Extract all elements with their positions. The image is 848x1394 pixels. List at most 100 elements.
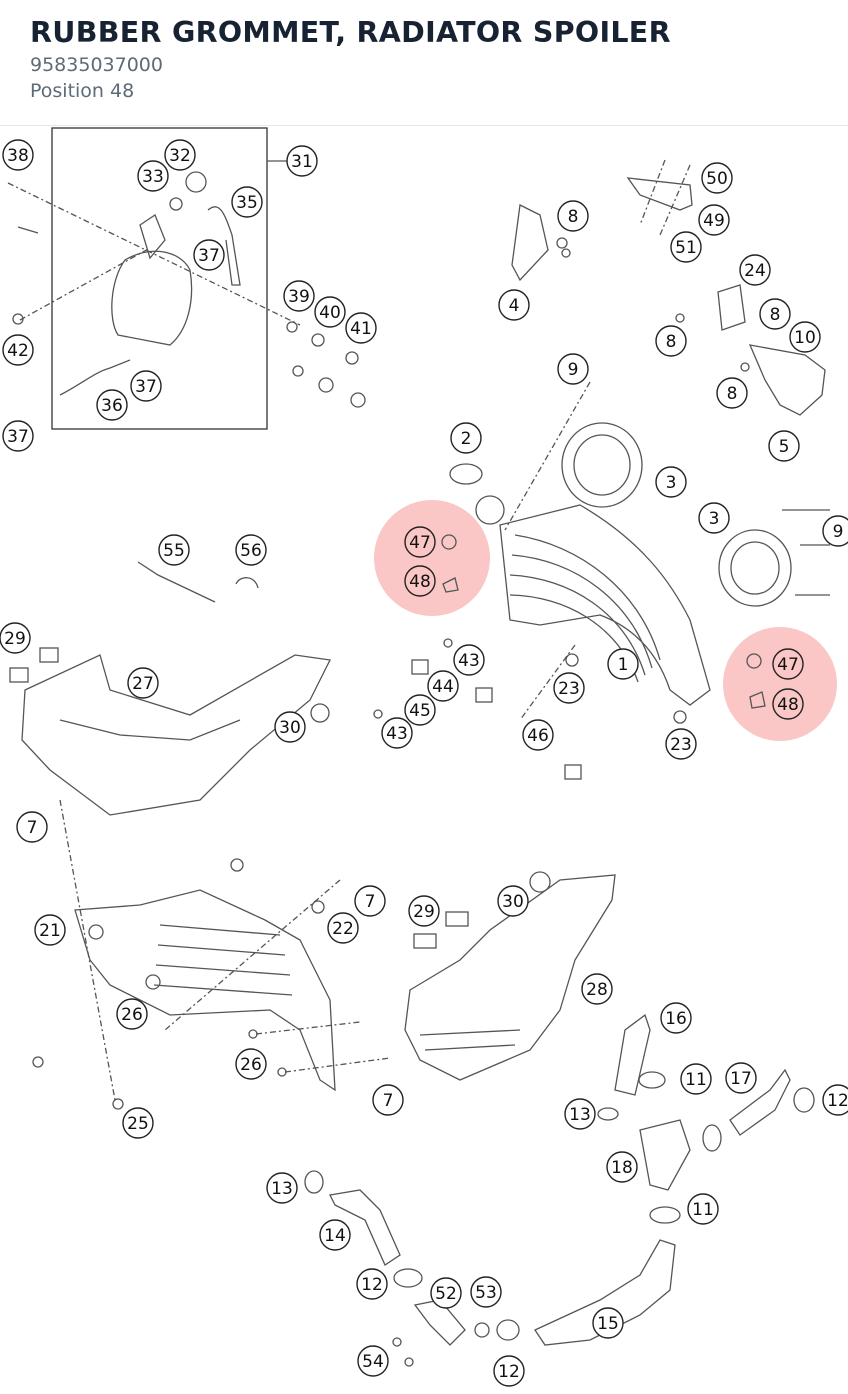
callout-25[interactable]: 25: [122, 1107, 154, 1139]
callout-label: 29: [413, 902, 435, 922]
callout-47[interactable]: 47: [404, 526, 436, 558]
callout-2[interactable]: 2: [450, 422, 482, 454]
callout-5[interactable]: 5: [768, 430, 800, 462]
callout-11[interactable]: 11: [680, 1063, 712, 1095]
callout-23[interactable]: 23: [665, 728, 697, 760]
callout-label: 46: [527, 726, 549, 746]
callout-28[interactable]: 28: [581, 973, 613, 1005]
callout-circle: [660, 1002, 692, 1034]
callout-label: 26: [121, 1005, 143, 1025]
callout-label: 28: [586, 980, 608, 1000]
callout-22[interactable]: 22: [327, 912, 359, 944]
callout-18[interactable]: 18: [606, 1151, 638, 1183]
callout-30[interactable]: 30: [497, 885, 529, 917]
callout-26[interactable]: 26: [116, 998, 148, 1030]
callout-39[interactable]: 39: [283, 280, 315, 312]
callout-21[interactable]: 21: [34, 914, 66, 946]
callout-40[interactable]: 40: [314, 296, 346, 328]
callout-26[interactable]: 26: [235, 1048, 267, 1080]
nut-43b: [373, 709, 383, 719]
callout-37[interactable]: 37: [2, 420, 34, 452]
callout-circle: [822, 1084, 848, 1116]
callout-50[interactable]: 50: [701, 162, 733, 194]
callout-4[interactable]: 4: [498, 289, 530, 321]
callout-7[interactable]: 7: [354, 885, 386, 917]
callout-44[interactable]: 44: [427, 670, 459, 702]
washer-39: [286, 321, 298, 333]
callout-46[interactable]: 46: [522, 719, 554, 751]
callout-8[interactable]: 8: [759, 298, 791, 330]
callout-16[interactable]: 16: [660, 1002, 692, 1034]
callout-27[interactable]: 27: [127, 667, 159, 699]
callout-48[interactable]: 48: [404, 565, 436, 597]
callout-label: 22: [332, 919, 354, 939]
callout-label: 7: [383, 1091, 394, 1111]
callout-38[interactable]: 38: [2, 139, 34, 171]
callout-7[interactable]: 7: [372, 1084, 404, 1116]
callout-36[interactable]: 36: [96, 389, 128, 421]
callout-label: 52: [435, 1284, 457, 1304]
callout-13[interactable]: 13: [266, 1172, 298, 1204]
nut-8b: [561, 248, 571, 258]
callout-48[interactable]: 48: [772, 688, 804, 720]
grommet-40b: [318, 377, 334, 393]
bush-41b: [350, 392, 366, 408]
shroud-28: [404, 874, 616, 1081]
callout-37[interactable]: 37: [130, 370, 162, 402]
callout-23[interactable]: 23: [553, 672, 585, 704]
callout-54[interactable]: 54: [357, 1345, 389, 1377]
callout-17[interactable]: 17: [725, 1062, 757, 1094]
callout-10[interactable]: 10: [789, 321, 821, 353]
callout-3[interactable]: 3: [698, 502, 730, 534]
callout-13[interactable]: 13: [564, 1098, 596, 1130]
callout-1[interactable]: 1: [607, 648, 639, 680]
callout-32[interactable]: 32: [164, 139, 196, 171]
callout-47[interactable]: 47: [772, 648, 804, 680]
callout-56[interactable]: 56: [235, 534, 267, 566]
callout-12[interactable]: 12: [356, 1268, 388, 1300]
callout-circle: [655, 466, 687, 498]
callout-label: 38: [7, 146, 29, 166]
callout-51[interactable]: 51: [670, 231, 702, 263]
callout-circle: [235, 534, 267, 566]
callout-41[interactable]: 41: [345, 312, 377, 344]
callout-15[interactable]: 15: [592, 1307, 624, 1339]
callout-33[interactable]: 33: [137, 160, 169, 192]
callout-7[interactable]: 7: [16, 811, 48, 843]
callout-circle: [231, 186, 263, 218]
screw-25: [112, 1098, 124, 1110]
fan-3-top-inner: [573, 434, 631, 496]
callout-55[interactable]: 55: [158, 534, 190, 566]
block-29b: [39, 647, 59, 663]
callout-circle: [0, 622, 31, 654]
callout-24[interactable]: 24: [739, 254, 771, 286]
callout-8[interactable]: 8: [716, 377, 748, 409]
callout-43[interactable]: 43: [453, 644, 485, 676]
callout-circle: [687, 1193, 719, 1225]
callout-29[interactable]: 29: [408, 895, 440, 927]
callout-9[interactable]: 9: [557, 353, 589, 385]
callout-11[interactable]: 11: [687, 1193, 719, 1225]
callout-35[interactable]: 35: [231, 186, 263, 218]
callout-8[interactable]: 8: [655, 325, 687, 357]
callout-12[interactable]: 12: [493, 1355, 525, 1387]
callout-12[interactable]: 12: [822, 1084, 848, 1116]
callout-9[interactable]: 9: [822, 515, 848, 547]
callout-circle: [193, 239, 225, 271]
callout-8[interactable]: 8: [557, 200, 589, 232]
callout-14[interactable]: 14: [319, 1219, 351, 1251]
callout-31[interactable]: 31: [286, 145, 318, 177]
callout-42[interactable]: 42: [2, 334, 34, 366]
callout-37[interactable]: 37: [193, 239, 225, 271]
callout-circle: [357, 1345, 389, 1377]
callout-30[interactable]: 30: [274, 711, 306, 743]
callout-3[interactable]: 3: [655, 466, 687, 498]
callout-45[interactable]: 45: [404, 694, 436, 726]
callout-52[interactable]: 52: [430, 1277, 462, 1309]
diagram-canvas: 3832333135373940414237363784504951248108…: [0, 127, 848, 1387]
callout-53[interactable]: 53: [470, 1276, 502, 1308]
axis-tank-2: [19, 247, 151, 321]
callout-43[interactable]: 43: [381, 717, 413, 749]
callout-29[interactable]: 29: [0, 622, 31, 654]
callout-49[interactable]: 49: [698, 204, 730, 236]
